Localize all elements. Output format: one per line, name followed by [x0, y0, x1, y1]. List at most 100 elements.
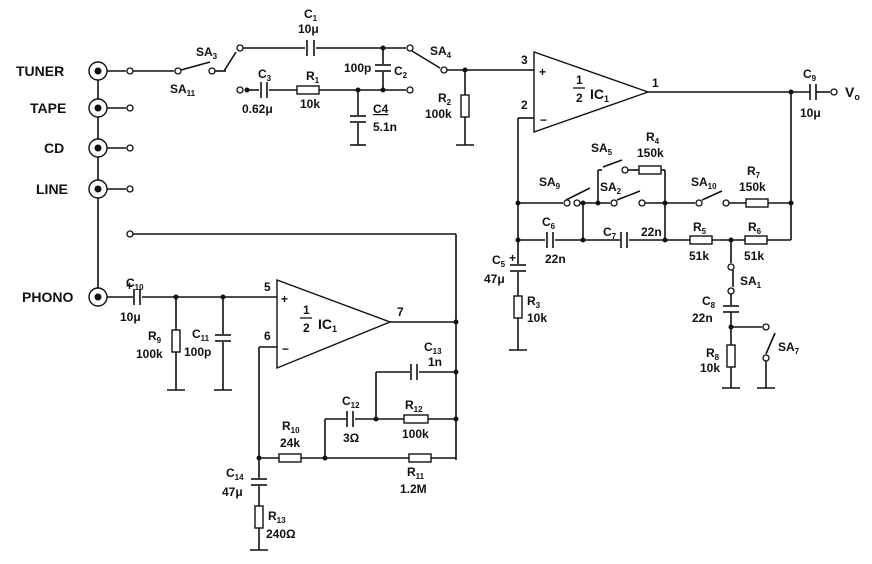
resistor-r11: R11 1.2M — [400, 453, 432, 496]
svg-text:1n: 1n — [428, 355, 442, 369]
svg-text:+: + — [539, 65, 546, 79]
svg-text:150k: 150k — [739, 180, 766, 194]
svg-text:SA4: SA4 — [430, 44, 452, 60]
svg-text:C7: C7 — [603, 225, 617, 241]
svg-text:R4: R4 — [646, 130, 660, 146]
resistor-r5: R5 51k — [689, 220, 713, 263]
svg-text:R9: R9 — [148, 329, 162, 345]
svg-text:C11: C11 — [192, 327, 210, 343]
switch-sa2: SA2 — [600, 180, 646, 207]
svg-text:22n: 22n — [545, 252, 566, 266]
svg-text:+: + — [509, 251, 516, 265]
svg-text:R3: R3 — [527, 294, 541, 310]
svg-text:240Ω: 240Ω — [266, 527, 296, 541]
svg-text:R8: R8 — [706, 346, 720, 362]
svg-text:SA10: SA10 — [691, 175, 717, 191]
opamp-lower: + − 5 6 7 1 2 IC1 — [264, 278, 404, 370]
svg-text:SA7: SA7 — [778, 340, 800, 356]
svg-text:22n: 22n — [641, 225, 662, 239]
switch-sa11: SA11 — [133, 61, 216, 98]
jack-line: LINE — [36, 179, 108, 199]
svg-text:3: 3 — [521, 53, 528, 67]
svg-text:C8: C8 — [702, 294, 716, 310]
capacitor-c1: C1 10μ — [298, 7, 319, 56]
svg-text:2: 2 — [576, 91, 583, 105]
capacitor-c13: C13 1n — [375, 340, 459, 419]
svg-text:2: 2 — [303, 321, 310, 335]
phono-preamp: + C10 10μ R9 100k C11 100p + − — [107, 233, 459, 551]
svg-text:3Ω: 3Ω — [343, 431, 360, 445]
svg-text:IC1: IC1 — [318, 316, 337, 334]
capacitor-c10: + C10 10μ — [120, 276, 144, 324]
svg-text:+: + — [281, 292, 288, 306]
svg-text:1: 1 — [576, 73, 583, 87]
svg-text:C1: C1 — [304, 7, 318, 23]
svg-text:C13: C13 — [424, 340, 442, 356]
svg-text:24k: 24k — [280, 436, 300, 450]
svg-text:10μ: 10μ — [120, 310, 141, 324]
svg-text:51k: 51k — [689, 249, 709, 263]
resistor-r13: R13 240Ω — [254, 505, 296, 541]
svg-text:51k: 51k — [744, 249, 764, 263]
output-label: Vo — [845, 84, 860, 102]
svg-text:C6: C6 — [542, 215, 556, 231]
jack-tuner: TUNER — [16, 61, 108, 81]
svg-text:22n: 22n — [692, 311, 713, 325]
switch-sa7: SA7 — [757, 323, 800, 389]
label-tuner: TUNER — [16, 63, 64, 79]
svg-text:SA5: SA5 — [591, 141, 613, 157]
label-line: LINE — [36, 181, 68, 197]
svg-text:C5: C5 — [492, 253, 506, 269]
svg-text:C14: C14 — [226, 466, 244, 482]
svg-text:1: 1 — [303, 303, 310, 317]
top-bus: C1 10μ — [243, 7, 414, 56]
resistor-r7: R7 150k — [739, 164, 769, 208]
svg-text:1.2M: 1.2M — [400, 482, 427, 496]
resistor-r1: R1 10k — [296, 69, 320, 111]
svg-text:100k: 100k — [425, 107, 452, 121]
capacitor-c4: C4 5.1n — [350, 90, 397, 146]
svg-text:0.62μ: 0.62μ — [242, 102, 273, 116]
svg-text:R5: R5 — [693, 220, 707, 236]
svg-text:C12: C12 — [342, 394, 360, 410]
svg-text:150k: 150k — [637, 146, 664, 160]
svg-text:100k: 100k — [402, 427, 429, 441]
capacitor-c9: C9 10μ Vo — [800, 67, 860, 120]
resistor-r6: R6 51k — [744, 220, 768, 263]
svg-text:C9: C9 — [803, 67, 817, 83]
jack-tape: TAPE — [30, 98, 108, 118]
svg-text:R13: R13 — [268, 509, 286, 525]
resistor-r2: R2 100k — [425, 70, 474, 146]
capacitor-c3: C3 0.62μ — [242, 67, 273, 116]
capacitor-c14: C14 47μ — [222, 466, 267, 499]
svg-text:+: + — [126, 279, 133, 293]
label-cd: CD — [44, 140, 64, 156]
svg-text:SA9: SA9 — [539, 175, 561, 191]
resistor-r3: R3 10k — [513, 294, 547, 325]
capacitor-c11: C11 100p — [184, 297, 232, 391]
svg-text:10μ: 10μ — [800, 106, 821, 120]
svg-text:R11: R11 — [407, 465, 425, 481]
svg-text:5: 5 — [264, 280, 271, 294]
opamp-upper: + − 3 2 1 1 2 IC1 — [517, 51, 810, 240]
svg-text:−: − — [540, 113, 547, 127]
svg-text:10k: 10k — [700, 361, 720, 375]
svg-text:10μ: 10μ — [298, 22, 319, 36]
capacitor-c6: C6 22n — [542, 215, 566, 266]
svg-text:IC1: IC1 — [590, 86, 609, 104]
capacitor-c8: C8 22n — [692, 294, 739, 325]
tone-network: SA9 SA2 SA5 R4 150k — [484, 130, 800, 389]
switch-sa4: SA4 — [411, 44, 534, 74]
capacitor-c2: 100p C2 — [344, 48, 408, 90]
switch-sa10: SA10 — [691, 175, 730, 207]
svg-text:C2: C2 — [394, 64, 408, 80]
svg-text:2: 2 — [521, 98, 528, 112]
svg-text:R10: R10 — [282, 419, 300, 435]
svg-text:10k: 10k — [300, 97, 320, 111]
resistor-r10: R10 24k — [278, 419, 302, 463]
resistor-r4: R4 150k — [637, 130, 664, 175]
svg-text:47μ: 47μ — [222, 485, 243, 499]
input-jacks: TUNER TAPE CD LINE PHONO — [16, 61, 134, 307]
